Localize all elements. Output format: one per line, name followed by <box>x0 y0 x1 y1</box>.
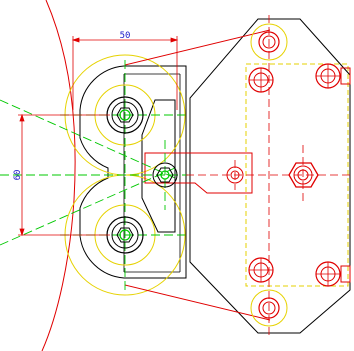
green-centerlines <box>0 60 188 290</box>
dimension-vertical-label: 60 <box>13 170 23 181</box>
red-arm <box>144 152 253 194</box>
plate-bolt-left-bottom <box>248 257 274 283</box>
red-connector-top <box>124 29 271 66</box>
plate-center-nut <box>288 162 319 188</box>
arm-hole <box>226 166 244 184</box>
lug-inner-outline <box>123 73 181 273</box>
plate-hole-top <box>250 23 288 61</box>
dimension-vertical <box>18 113 110 237</box>
dimension-horizontal-label: 50 <box>120 31 131 41</box>
bolt-center <box>152 162 178 188</box>
red-arc <box>41 0 76 351</box>
plate-bolt-left-top <box>248 67 274 93</box>
cam-shape <box>141 99 176 233</box>
dimension-horizontal <box>71 36 179 110</box>
red-centerlines <box>186 15 350 335</box>
plate-bolt-right-top <box>315 63 351 89</box>
red-connector-bottom <box>124 284 271 321</box>
plate-hole-bottom <box>250 289 288 327</box>
plate-bolt-right-bottom <box>315 261 351 287</box>
left-lug-outline <box>79 65 187 279</box>
